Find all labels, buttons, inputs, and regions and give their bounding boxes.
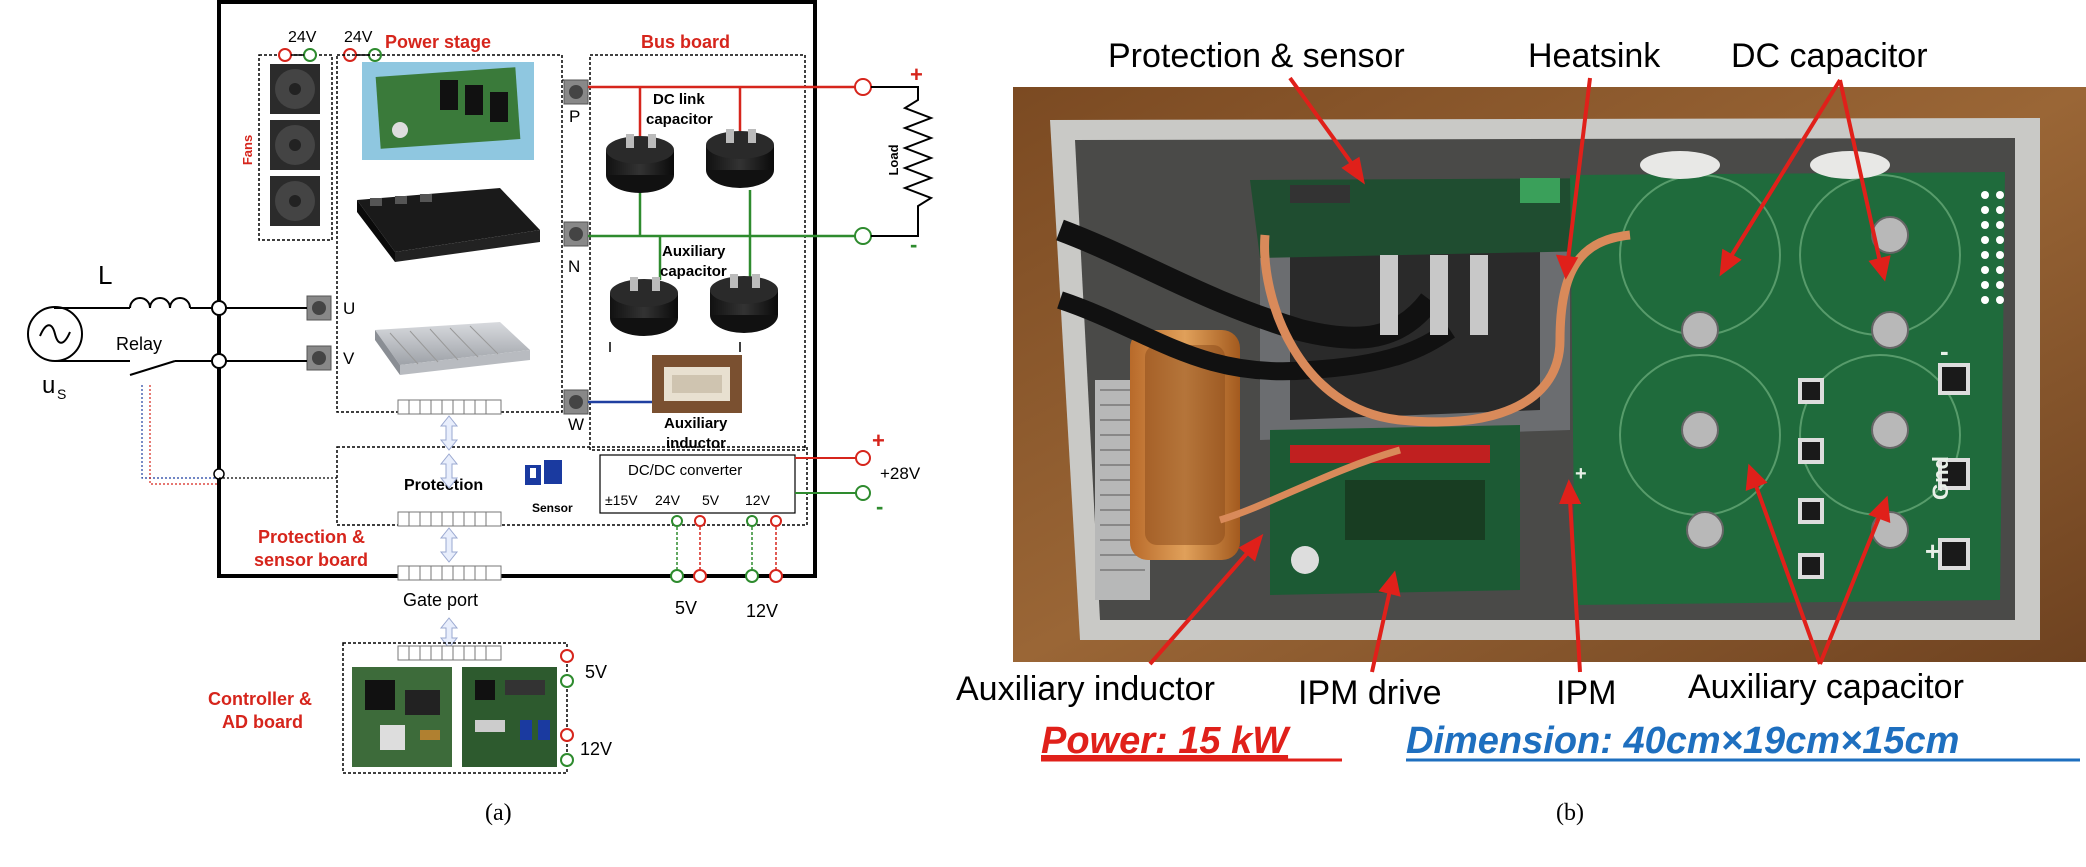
dcdc-minus-terminal xyxy=(855,485,871,501)
terminal-n xyxy=(563,221,589,247)
dcdc-out-5: 5V xyxy=(702,492,720,508)
board-minus-mark: - xyxy=(1940,336,1949,366)
relay-switch-symbol xyxy=(129,360,176,376)
prot-board-label-1: Protection & xyxy=(258,527,365,547)
dc-link-label-2: capacitor xyxy=(646,111,713,128)
output-minus-terminal xyxy=(854,227,872,245)
callout-dc-capacitor: DC capacitor xyxy=(1731,37,1928,75)
dc-link-capacitor-image xyxy=(706,129,774,188)
fans-label: Fans xyxy=(240,135,255,165)
inductor-l-symbol xyxy=(129,297,191,309)
caption-a: (a) xyxy=(485,800,512,826)
relay-label: Relay xyxy=(116,334,162,354)
dc-link-capacitor-image xyxy=(606,134,674,193)
fan-icon xyxy=(270,176,320,226)
dimension-rating: Dimension: 40cm×19cm×15cm xyxy=(1406,720,1959,762)
heatsink-image xyxy=(375,322,530,375)
fan-icon xyxy=(270,64,320,114)
enclosure-frame xyxy=(217,0,817,578)
dcdc-out-24: 24V xyxy=(655,492,681,508)
protection-label: Protection xyxy=(404,477,483,494)
bus-arrow-icon xyxy=(439,415,459,649)
output-plus-terminal xyxy=(854,78,872,96)
aux-ind-label-2: inductor xyxy=(666,435,726,452)
aux-cap-label-2: capacitor xyxy=(660,263,727,280)
board-plus-mark: + xyxy=(1925,536,1940,566)
protection-board-box xyxy=(336,446,808,526)
callout-ipm-drive: IPM drive xyxy=(1298,674,1442,712)
terminal-n-label: N xyxy=(568,257,580,276)
load-resistor-symbol xyxy=(871,86,934,237)
fan-24v-label: 24V xyxy=(288,29,317,46)
controller-board-box xyxy=(342,642,568,774)
callout-ipm: IPM xyxy=(1556,674,1616,712)
aux-capacitor-image xyxy=(710,274,778,333)
ext-5v-label: 5V xyxy=(675,598,697,618)
bus-board-box xyxy=(589,54,806,451)
caption-b: (b) xyxy=(1556,800,1584,826)
power-stage-label: Power stage xyxy=(385,32,491,52)
panel-b: Gnd - + + Protection & sensor Heatsink D… xyxy=(956,37,2086,826)
v28-label: +28V xyxy=(880,464,921,483)
load-plus-sign: + xyxy=(910,62,923,87)
sensor-image xyxy=(525,460,562,485)
square-terminal-icon xyxy=(1798,363,1970,579)
callout-auxiliary-capacitor: Auxiliary capacitor xyxy=(1688,668,1964,706)
board-gnd-mark: Gnd xyxy=(1928,456,1953,500)
power-rating: Power: 15 kW xyxy=(1041,720,1291,762)
source-subscript: S xyxy=(57,386,66,402)
callout-heatsink: Heatsink xyxy=(1528,37,1661,75)
dc-capacitor-board-photo xyxy=(1570,172,2005,605)
controller-label-1: Controller & xyxy=(208,689,312,709)
aux-inductor-image xyxy=(652,355,742,413)
board-plus-mark-2: + xyxy=(1575,463,1587,485)
ctrl-5v-label: 5V xyxy=(585,662,607,682)
ext-12v-label: 12V xyxy=(746,601,778,621)
ipm-module-image xyxy=(357,188,540,262)
ad-board-image xyxy=(462,667,557,767)
controller-board-image xyxy=(352,667,452,767)
dc-link-label-1: DC link xyxy=(653,91,705,108)
capacitor-terminal-icon xyxy=(1681,216,1909,549)
source-label: u xyxy=(42,372,55,399)
callout-auxiliary-inductor: Auxiliary inductor xyxy=(956,670,1215,708)
terminal-u-label: U xyxy=(343,299,355,318)
dcdc-plus-sign: + xyxy=(872,428,885,453)
dcdc-label: DC/DC converter xyxy=(628,462,742,479)
dcdc-minus-sign: - xyxy=(876,494,883,519)
aux-cap-label-1: Auxiliary xyxy=(662,243,726,260)
power-stage-box xyxy=(336,54,563,413)
callout-arrow xyxy=(1148,76,1891,673)
ctrl-12v-label: 12V xyxy=(580,739,612,759)
bus-board-label: Bus board xyxy=(641,32,730,52)
callout-protection-sensor: Protection & sensor xyxy=(1108,37,1405,75)
load-label: Load xyxy=(886,144,901,175)
terminal-v-label: V xyxy=(343,349,355,368)
terminal-p-label: P xyxy=(569,107,580,126)
gate-port-label: Gate port xyxy=(403,590,478,610)
prot-board-label-2: sensor board xyxy=(254,550,368,570)
terminal-w-label: W xyxy=(568,415,584,434)
fan-icon xyxy=(270,120,320,170)
load-minus-sign: - xyxy=(910,232,917,257)
terminal-green xyxy=(303,48,317,62)
terminal-red xyxy=(278,48,292,62)
dcdc-plus-terminal xyxy=(855,450,871,466)
aux-capacitor-image xyxy=(610,277,678,336)
stage-24v-label: 24V xyxy=(344,29,373,46)
dcdc-out-15: ±15V xyxy=(605,492,638,508)
vent-holes xyxy=(1981,191,2004,304)
sensor-label: Sensor xyxy=(532,501,573,515)
dcdc-out-12: 12V xyxy=(745,492,771,508)
panel-a: Fans 24V 24V Power stage xyxy=(27,0,934,826)
dcdc-converter-box xyxy=(599,454,796,514)
inductor-l-label: L xyxy=(98,260,112,290)
cable-copper xyxy=(1260,230,1631,427)
controller-label-2: AD board xyxy=(222,712,303,732)
aux-ind-label-1: Auxiliary xyxy=(664,415,728,432)
